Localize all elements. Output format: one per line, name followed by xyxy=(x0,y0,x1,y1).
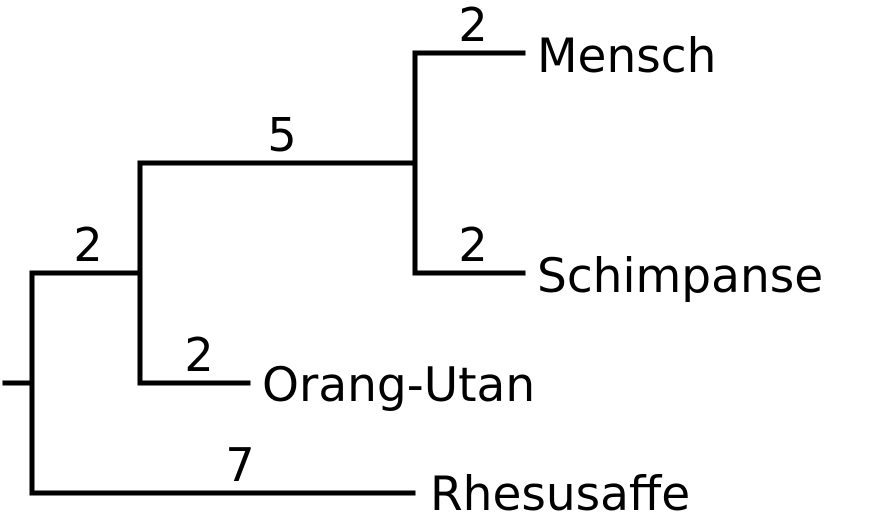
branch-length-schimpanse: 2 xyxy=(458,218,487,272)
taxon-mensch: Mensch xyxy=(537,29,716,84)
taxon-rhesusaffe: Rhesusaffe xyxy=(430,467,690,512)
branch-length-human-chimp-ancestor: 5 xyxy=(267,108,296,162)
taxon-schimpanse: Schimpanse xyxy=(537,249,823,304)
branch-length-great-ape-ancestor: 2 xyxy=(73,218,102,272)
branch-length-mensch: 2 xyxy=(458,0,487,52)
branch-length-orang-utan: 2 xyxy=(184,328,213,382)
branch-length-rhesusaffe: 7 xyxy=(225,438,254,492)
taxon-orang-utan: Orang-Utan xyxy=(262,358,535,413)
